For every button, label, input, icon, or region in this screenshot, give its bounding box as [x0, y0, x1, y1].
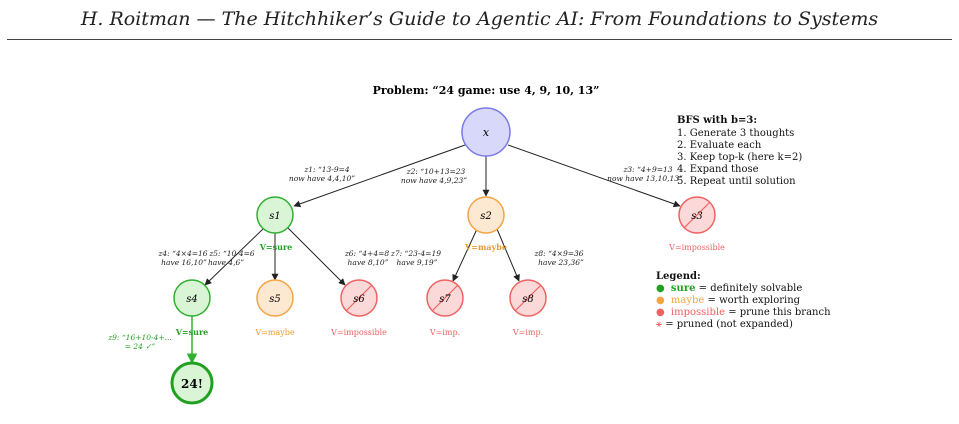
legend-bullet-impossible: ●: [656, 307, 665, 318]
legend-desc-sure: = definitely solvable: [699, 283, 803, 294]
node-s6-value: V=impossible: [330, 328, 387, 337]
bfs-step-3: 3. Keep top-k (here k=2): [677, 152, 802, 163]
nodes: x s1 V=sure s2 V=maybe s3 V=impossible s…: [170, 107, 725, 405]
legend-item-maybe: ● maybe = worth exploring: [656, 295, 801, 306]
edge-s1-s4: [204, 226, 266, 286]
legend-desc-pruned: = pruned (not expanded): [665, 319, 793, 330]
node-s5-label: s5: [269, 294, 281, 305]
edges: [186, 144, 681, 365]
edge-s1-s6: [286, 226, 346, 286]
node-s3-strike: [683, 201, 711, 229]
node-s2-label: s2: [480, 211, 492, 222]
node-s6-label: s6: [353, 294, 365, 305]
edge-label-z1-line1: z1: “13-9=4: [303, 165, 350, 174]
legend-bullet-sure: ●: [656, 283, 665, 294]
edge-label-z5-line2: have 4,6”: [208, 258, 244, 267]
legend-item-sure: ● sure = definitely solvable: [656, 283, 802, 294]
edge-label-z9-line1: z9: “16+10-4+...: [107, 333, 172, 342]
edge-root-s3: [507, 144, 681, 208]
edge-label-z9-line2: = 24 ✓”: [125, 342, 156, 351]
node-s7-value: V=imp.: [429, 328, 460, 337]
edge-labels: z1: “13-9=4 now have 4,4,10” z2: “10+13=…: [107, 165, 683, 351]
header-rule: [7, 39, 952, 40]
edge-root-s1: [293, 144, 466, 208]
node-root-label: x: [483, 126, 490, 139]
edge-s2-s8: [496, 228, 520, 282]
node-s1: [256, 196, 294, 234]
page-header: H. Roitman — The Hitchhiker’s Guide to A…: [0, 0, 959, 44]
node-s1-label: s1: [269, 211, 281, 222]
edge-label-z4-line2: have 16,10”: [161, 258, 207, 267]
legend-bullet-maybe: ●: [656, 295, 665, 306]
edge-label-z5-line1: z5: “10-4=6: [208, 249, 255, 258]
node-s6-strike: [345, 284, 373, 312]
node-s7-label: s7: [439, 294, 451, 305]
node-s5: [256, 279, 294, 317]
legend-key-impossible: impossible: [671, 307, 725, 318]
bfs-heading: BFS with b=3:: [677, 115, 757, 126]
node-s4-label: s4: [186, 294, 198, 305]
legend-heading: Legend:: [656, 271, 701, 282]
node-s3-label: s3: [691, 211, 703, 222]
legend-item-impossible: ● impossible = prune this branch: [656, 307, 831, 318]
legend: Legend: ● sure = definitely solvable ● m…: [656, 271, 831, 330]
edge-label-z6-line1: z6: “4+4=8: [344, 249, 390, 258]
edge-label-z2-line2: now have 4,9,23”: [401, 176, 467, 185]
edge-label-z3-line1: z3: “4+9=13: [622, 165, 672, 174]
edge-label-z8-line1: z8: “4×9=36: [533, 249, 583, 258]
bfs-step-4: 4. Expand those: [677, 164, 759, 175]
legend-desc-impossible: = prune this branch: [728, 307, 831, 318]
edge-label-z8-line2: have 23,36”: [538, 258, 584, 267]
edge-label-z1-line2: now have 4,4,10”: [289, 174, 355, 183]
edge-label-z7-line1: z7: “23-4=19: [390, 249, 441, 258]
edge-label-z6-line2: have 8,10”: [348, 258, 389, 267]
legend-item-pruned: ⚹ = pruned (not expanded): [656, 319, 793, 330]
edge-label-z2-line1: z2: “10+13=23: [406, 167, 466, 176]
legend-bullet-pruned: ⚹: [656, 319, 662, 330]
bfs-step-1: 1. Generate 3 thoughts: [677, 128, 794, 139]
bfs-box: BFS with b=3: 1. Generate 3 thoughts 2. …: [677, 115, 802, 187]
node-s7-strike: [431, 284, 459, 312]
legend-key-sure: sure: [671, 283, 696, 294]
edge-label-z4-line1: z4: “4×4=16: [157, 249, 207, 258]
legend-desc-maybe: = worth exploring: [708, 295, 801, 306]
problem-title: Problem: “24 game: use 4, 9, 10, 13”: [373, 84, 600, 97]
legend-key-maybe: maybe: [671, 295, 704, 306]
node-s3-value: V=impossible: [668, 243, 725, 252]
node-s8-strike: [514, 284, 542, 312]
edge-s2-s7: [452, 228, 478, 282]
edge-label-z3-line2: now have 13,10,13”: [607, 174, 683, 183]
node-root: [461, 107, 511, 157]
page-header-title: H. Roitman — The Hitchhiker’s Guide to A…: [80, 8, 879, 30]
node-s2: [467, 196, 505, 234]
node-goal-label: 24!: [181, 377, 203, 391]
node-s4: [173, 279, 211, 317]
node-s2-value: V=maybe: [464, 242, 507, 252]
node-s1-value: V=sure: [259, 242, 293, 252]
node-s5-value: V=maybe: [254, 328, 294, 337]
node-s8-label: s8: [522, 294, 534, 305]
node-s4-value: V=sure: [175, 327, 209, 337]
node-goal: [170, 361, 214, 405]
edge-label-z7-line2: have 9,19”: [397, 258, 438, 267]
bfs-step-2: 2. Evaluate each: [677, 140, 762, 151]
bfs-step-5: 5. Repeat until solution: [677, 176, 796, 187]
node-s8-value: V=imp.: [512, 328, 543, 337]
